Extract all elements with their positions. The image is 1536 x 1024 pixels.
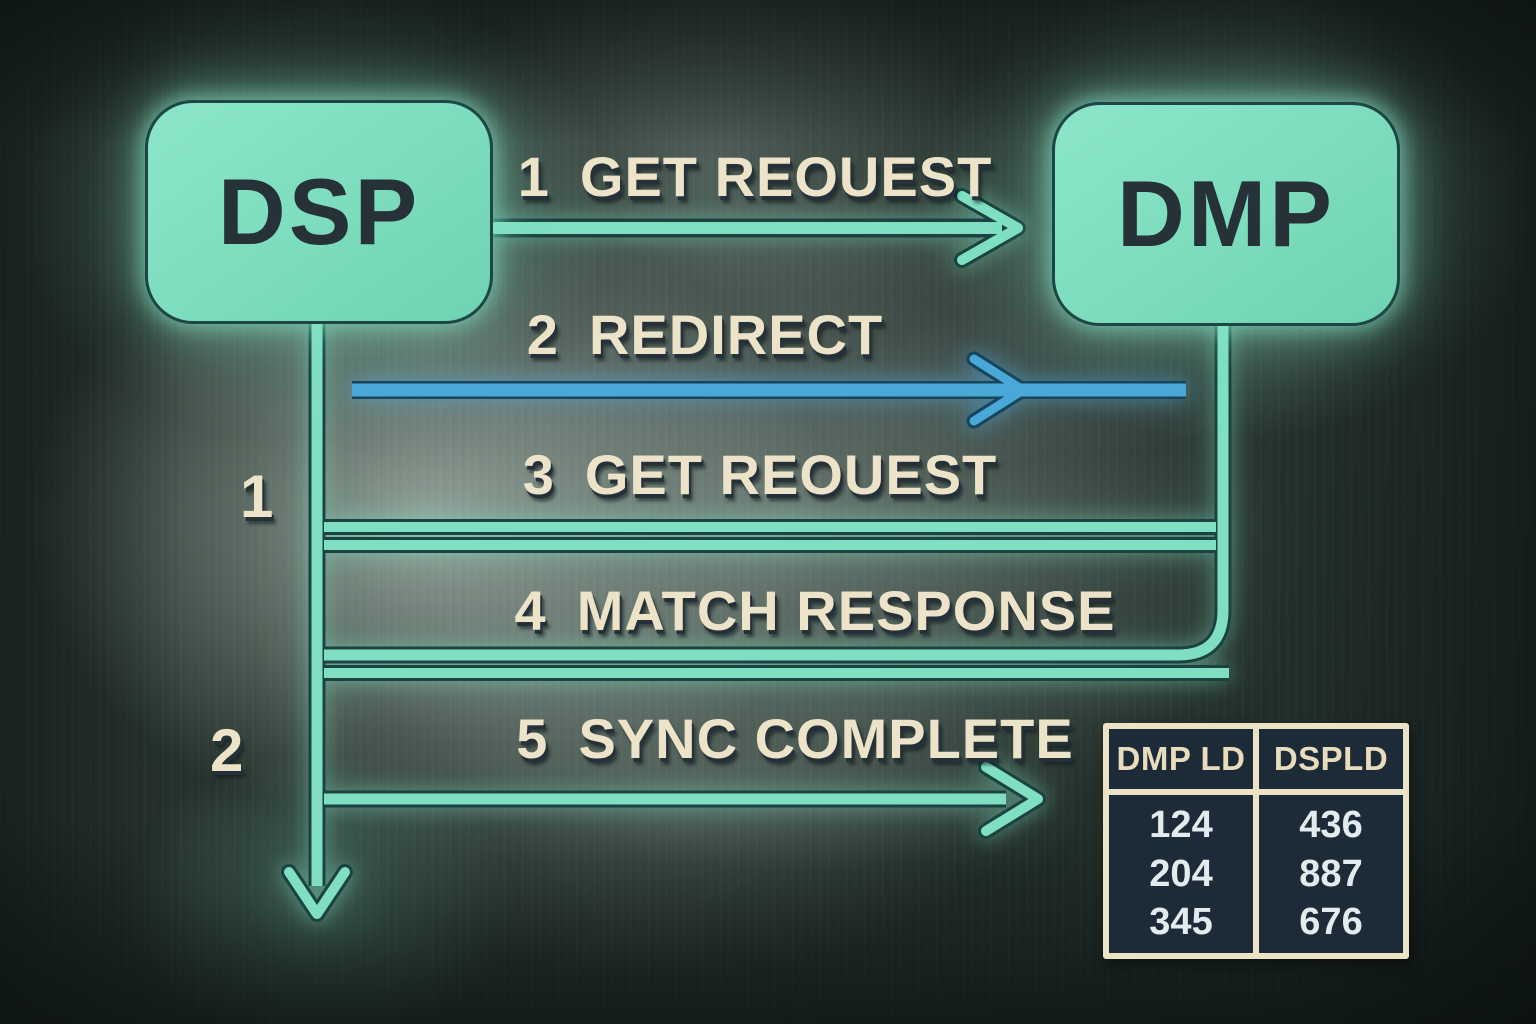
step-3-text: GET REOUEST bbox=[584, 443, 998, 506]
step-2-redirect-label: 2 REDIRECT bbox=[470, 302, 940, 367]
lane-marker-1: 1 bbox=[240, 463, 274, 530]
table-column-dsp-values: 436 887 676 bbox=[1259, 795, 1403, 953]
step-3-number: 3 bbox=[522, 443, 555, 506]
step-4-match-response-label: 4 MATCH RESPONSE bbox=[515, 578, 1115, 643]
id-sync-table: DMP LD DSPLD 124 204 345 436 887 676 bbox=[1103, 723, 1409, 959]
dsp-node-label: DSP bbox=[217, 159, 421, 264]
step-4-number: 4 bbox=[514, 579, 547, 642]
step-5-sync-complete-label: 5 SYNC COMPLETE bbox=[516, 706, 1072, 771]
table-column-dmp-values: 124 204 345 bbox=[1109, 795, 1253, 953]
step-5-number: 5 bbox=[516, 707, 549, 770]
step-5-text: SYNC COMPLETE bbox=[578, 707, 1074, 770]
dmp-id-value-2: 204 bbox=[1149, 852, 1213, 895]
step-3-get-request-label: 3 GET REOUEST bbox=[520, 442, 1000, 507]
lane-marker-2: 2 bbox=[210, 717, 244, 784]
step-1-number: 1 bbox=[517, 145, 550, 208]
table-header-dmp-id: DMP LD bbox=[1109, 729, 1253, 789]
step-1-get-request-label: 1 GET REOUEST bbox=[517, 144, 993, 209]
dmp-node-label: DMP bbox=[1117, 161, 1335, 266]
dmp-id-value-1: 124 bbox=[1149, 804, 1213, 847]
step-1-text: GET REOUEST bbox=[579, 145, 993, 208]
dmp-node: DMP bbox=[1052, 102, 1400, 326]
dsp-id-value-1: 436 bbox=[1299, 804, 1363, 847]
step-2-text: REDIRECT bbox=[588, 303, 884, 366]
dsp-node: DSP bbox=[145, 100, 493, 324]
table-header-dsp-id: DSPLD bbox=[1259, 729, 1403, 789]
step-4-text: MATCH RESPONSE bbox=[576, 579, 1116, 642]
dmp-id-value-3: 345 bbox=[1149, 900, 1213, 943]
dsp-id-value-2: 887 bbox=[1299, 852, 1363, 895]
dsp-id-value-3: 676 bbox=[1299, 900, 1363, 943]
step-2-number: 2 bbox=[526, 303, 559, 366]
